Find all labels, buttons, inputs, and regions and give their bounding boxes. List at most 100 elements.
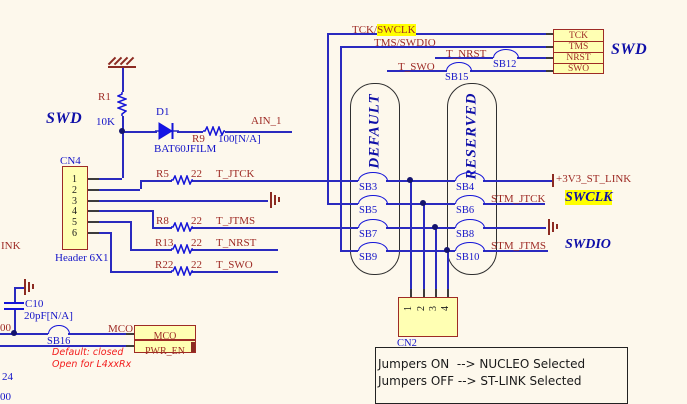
- wire: [386, 180, 455, 182]
- wire: [340, 46, 553, 48]
- wire: [152, 210, 154, 227]
- mco-port-box[interactable]: MCO: [134, 325, 196, 342]
- c10-ref: C10: [25, 298, 44, 310]
- resistor-r5[interactable]: [171, 175, 193, 185]
- junction-dot: [407, 177, 413, 183]
- wire: [0, 345, 126, 347]
- pin-stub: [546, 57, 553, 59]
- wire: [423, 203, 425, 289]
- pin-stub: [126, 345, 134, 347]
- pin-stub: [546, 46, 553, 48]
- wire: [192, 180, 358, 182]
- pin-stub: [546, 70, 553, 72]
- jumper-note-box: Jumpers ON --> NUCLEO Selected Jumpers O…: [375, 347, 628, 404]
- junction-dot: [420, 200, 426, 206]
- d1-part: BAT60JFILM: [154, 143, 217, 155]
- pwr-en-port-label: PWR_EN: [145, 346, 185, 357]
- r22-ref: R22: [155, 259, 174, 271]
- resistor-r22[interactable]: [171, 266, 193, 276]
- wire: [447, 250, 449, 289]
- wire: [0, 333, 48, 335]
- wire: [99, 232, 110, 234]
- wire: [99, 200, 268, 202]
- net-label-t-swo: T_SWO: [216, 259, 253, 271]
- sb10-label: SB10: [456, 252, 480, 263]
- note-line-2: Jumpers OFF --> ST-LINK Selected: [378, 374, 582, 388]
- sb5-label: SB5: [359, 205, 378, 216]
- pin-stub: [88, 232, 99, 234]
- r1-ref: R1: [98, 91, 111, 103]
- pwr-en-port-box[interactable]: PWR_EN: [134, 340, 196, 357]
- resistor-r13[interactable]: [171, 244, 193, 254]
- wire: [387, 70, 447, 72]
- net-label-stm-jtck: STM_JTCK: [491, 193, 546, 205]
- cn2-connector-box[interactable]: 1 2 3 4: [398, 297, 458, 337]
- reserved-jumper-group-oval: RESERVED: [447, 83, 497, 275]
- wire: [192, 249, 278, 251]
- swdio-title: SWDIO: [565, 237, 611, 252]
- r9-value: 100[N/A]: [218, 133, 261, 145]
- r13-value: 22: [191, 237, 202, 249]
- sb8-label: SB8: [456, 229, 475, 240]
- wire: [340, 46, 342, 250]
- swd-pin-nrst: NRST: [566, 53, 591, 63]
- resistor-r1[interactable]: [117, 92, 127, 116]
- net-label-t-nrst-top: T_NRST: [446, 48, 487, 60]
- wire: [327, 33, 553, 35]
- mco-port-label: MCO: [153, 331, 177, 342]
- wire: [140, 180, 142, 189]
- wire: [14, 287, 16, 302]
- power-label-3v3: +3V3_ST_LINK: [556, 173, 632, 185]
- default-jumper-group-oval: DEFAULT: [350, 83, 400, 275]
- wire: [152, 227, 172, 229]
- resistor-r9[interactable]: [203, 126, 225, 136]
- pin-stub: [546, 33, 553, 35]
- wire: [99, 189, 140, 191]
- wire: [483, 180, 552, 182]
- resistor-r8[interactable]: [171, 222, 193, 232]
- partial-net-00: 00: [0, 322, 11, 334]
- sb9-label: SB9: [359, 252, 378, 263]
- jumper-sb12[interactable]: [493, 49, 519, 58]
- wire: [130, 221, 132, 249]
- wire: [122, 116, 124, 178]
- diode-d1[interactable]: [155, 121, 179, 141]
- sb7-label: SB7: [359, 229, 378, 240]
- r5-ref: R5: [156, 168, 169, 180]
- wire: [140, 180, 172, 182]
- cn4-pin-6: 6: [72, 228, 77, 239]
- cn4-name: Header 6X1: [55, 252, 109, 264]
- swd-pin-tms: TMS: [568, 42, 589, 52]
- annotation-default-closed: Default: closed: [52, 347, 124, 358]
- r9-ref: R9: [192, 133, 205, 145]
- wire: [192, 271, 278, 273]
- cn2-pin-4: 4: [440, 306, 451, 311]
- swclk-title: SWCLK: [565, 190, 613, 206]
- net-label-tms-swdio: TMS/SWDIO: [374, 37, 436, 49]
- net-label-t-jtck: T_JTCK: [216, 168, 255, 180]
- wire: [386, 227, 455, 229]
- d1-ref: D1: [156, 106, 170, 118]
- cn4-pin-3: 3: [72, 196, 77, 207]
- jumper-sb15[interactable]: [446, 62, 472, 71]
- sb4-label: SB4: [456, 182, 475, 193]
- power-bar-symbol: [552, 174, 554, 187]
- wire: [435, 227, 437, 289]
- wire: [517, 57, 553, 59]
- pin-stub: [88, 200, 99, 202]
- pin-stub: [435, 289, 437, 297]
- cn4-connector-box[interactable]: 1 2 3 4 5 6: [62, 166, 88, 250]
- jumper-sb16[interactable]: [48, 325, 70, 334]
- net-label-t-swo-top: T_SWO: [398, 61, 435, 73]
- wire: [386, 250, 455, 252]
- wire: [99, 221, 130, 223]
- swd-connector-box[interactable]: TCK TMS NRST SWO: [553, 29, 604, 74]
- net-label-ain1: AIN_1: [251, 115, 282, 127]
- wire: [483, 227, 546, 229]
- wire: [14, 310, 16, 333]
- net-label-mco: MCO: [108, 323, 134, 335]
- cn4-ref: CN4: [60, 155, 81, 167]
- annotation-open-l4: Open for L4xxRx: [52, 359, 132, 370]
- note-line-1: Jumpers ON --> NUCLEO Selected: [378, 357, 586, 371]
